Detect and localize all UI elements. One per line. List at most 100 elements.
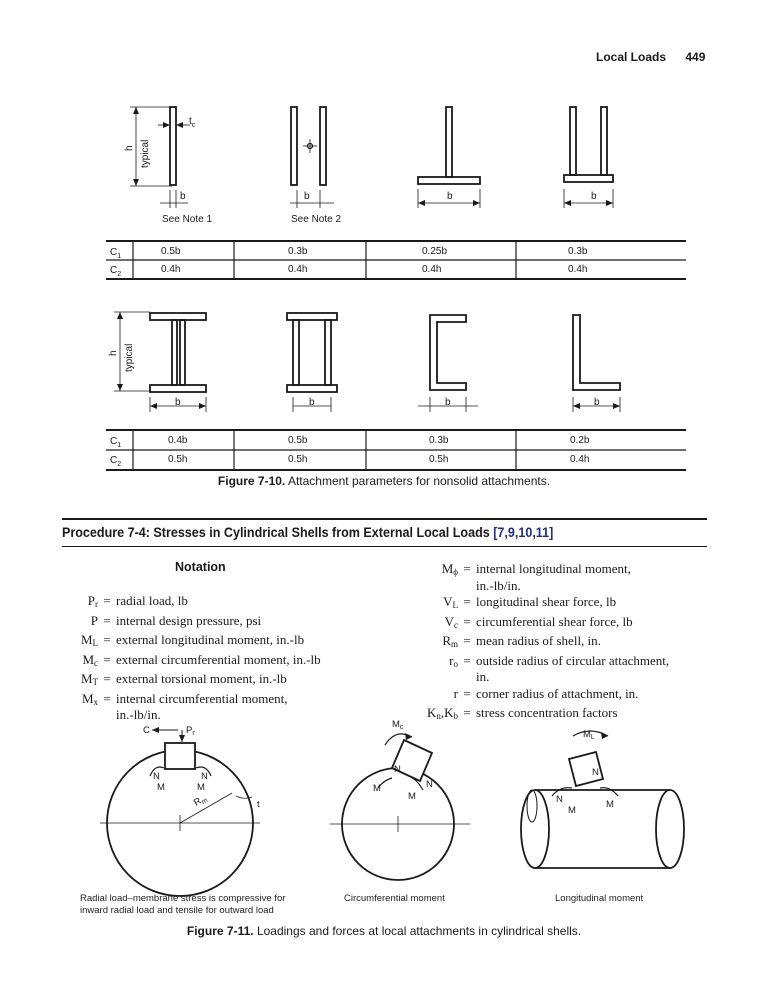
bottom-table-row1-label: C1 [110, 436, 121, 449]
notation-definition: internal circumferential moment,in.-lb/i… [116, 690, 288, 723]
figure-7-11-caption-text: Loadings and forces at local attachments… [256, 924, 582, 938]
M-label: M [606, 799, 614, 810]
procedure-title-text: Procedure 7-4: Stresses in Cylindrical S… [62, 525, 490, 540]
notation-row: Vc = circumferential shear force, lb [400, 614, 718, 634]
bottom-table-cell: 0.5h [288, 454, 307, 465]
procedure-rule-top [62, 518, 707, 520]
procedure-title: Procedure 7-4: Stresses in Cylindrical S… [62, 525, 553, 540]
notation-symbol: MT [80, 671, 98, 687]
notation-definition: outside radius of circular attachment,in… [476, 652, 670, 685]
N-label: N [394, 764, 401, 775]
Rm-label: Rm [192, 793, 209, 810]
notation-definition: internal longitudinal moment,in.-lb/in. [476, 561, 631, 593]
typical-label-bottom: typical [124, 344, 135, 372]
top-table-cell: 0.4h [568, 264, 587, 275]
notation-definition: external circumferential moment, in.-lb [116, 651, 321, 667]
notation-equals: = [103, 632, 111, 647]
M-label: M [197, 782, 205, 793]
notation-definition: stress concentration factors [476, 705, 618, 720]
procedure-rule-bottom [62, 546, 707, 547]
notation-equals: = [463, 685, 471, 701]
notation-row: VL=longitudinal shear force, lb [400, 594, 718, 614]
header-page-number: 449 [685, 50, 706, 64]
notation-row: ro=outside radius of circular attachment… [400, 653, 718, 686]
notation-row: Mc=external circumferential moment, in.-… [74, 652, 374, 672]
notation-equals: = [103, 671, 111, 686]
notation-equals: = [463, 594, 471, 609]
N-label: N [201, 771, 208, 782]
notation-symbol: Mϕ [441, 561, 458, 577]
notation-row: Rm = mean radius of shell, in. [400, 633, 718, 653]
b-label-4: b [591, 191, 597, 202]
notation-equals: = [463, 561, 471, 576]
notation-equals: = [103, 612, 111, 628]
figure-7-10-caption-label: Figure 7-10. [217, 474, 286, 488]
notation-equals: = [463, 705, 471, 720]
Mc-label: Mc [392, 719, 404, 731]
panel3-caption: Longitudinal moment [555, 893, 644, 904]
C-label: C [143, 725, 150, 736]
notation-symbol: Vc [444, 613, 458, 630]
figure-7-11-caption: Figure 7-11. Loadings and forces at loca… [0, 924, 768, 938]
top-table-cell: 0.5b [161, 246, 181, 257]
N-label: N [153, 771, 160, 782]
notation-equals: = [463, 633, 471, 648]
notation-row: r = corner radius of attachment, in. [400, 686, 718, 706]
Pr-label: Pr [186, 725, 195, 737]
notation-definition: mean radius of shell, in. [476, 633, 601, 648]
notation-symbol: ro [449, 652, 458, 669]
procedure-refs-link[interactable]: [7,9,10,11] [493, 525, 554, 540]
bottom-table-cell: 0.3b [429, 435, 449, 446]
M-label: M [373, 783, 381, 794]
top-table-cell: 0.3b [568, 246, 588, 257]
b-label-2: b [304, 191, 310, 202]
b-label-5: b [175, 397, 181, 408]
bottom-table-cell: 0.5h [168, 454, 187, 465]
h-label-bottom: h [108, 350, 119, 356]
tc-label: tc [189, 116, 196, 129]
bottom-table-row2-label: C2 [110, 455, 121, 468]
notation-symbol: Mx [81, 690, 98, 707]
notation-equals: = [103, 593, 111, 608]
header-section: Local Loads [596, 50, 667, 64]
bottom-table-cell: 0.5b [288, 435, 308, 446]
top-table-cell: 0.4h [422, 264, 441, 275]
typical-label-top: typical [140, 140, 151, 168]
notation-symbol: Mc [82, 651, 98, 668]
see-note-1: See Note 1 [162, 214, 212, 225]
notation-symbol: r [453, 685, 458, 701]
notation-row: ML = external longitudinal moment, in.-lb [74, 632, 374, 652]
figure-7-10-caption-text: Attachment parameters for nonsolid attac… [287, 474, 551, 488]
notation-equals: = [103, 690, 111, 706]
b-label-8: b [594, 397, 600, 408]
figure-7-11-caption-label: Figure 7-11. [186, 924, 254, 938]
bottom-table-cell: 0.5h [429, 454, 448, 465]
bottom-table-cell: 0.2b [570, 435, 590, 446]
notation-definition: external longitudinal moment, in.-lb [116, 632, 305, 647]
notation-row: Mx = internal circumferential moment,in.-l… [74, 691, 374, 724]
see-note-2: See Note 2 [291, 214, 341, 225]
notation-definition: internal design pressure, psi [116, 612, 262, 628]
notation-definition: radial load, lb [116, 593, 188, 608]
notation-symbol: Pr [87, 593, 98, 609]
b-label-3: b [447, 191, 453, 202]
notation-row: P=internal design pressure, psi [74, 613, 374, 633]
notation-equals: = [463, 613, 471, 629]
M-label: M [568, 805, 576, 816]
top-table-cell: 0.25b [422, 246, 447, 257]
notation-definition: corner radius of attachment, in. [476, 685, 639, 701]
top-table-cell: 0.4h [288, 264, 307, 275]
notation-symbol: Rm [442, 633, 458, 649]
figure-7-10-drawing: h typical tc b b b b See Note 1 See Note… [106, 106, 686, 471]
b-label-1: b [180, 191, 186, 202]
notation-definition: circumferential shear force, lb [476, 613, 633, 629]
h-label-top: h [124, 145, 135, 151]
notation-row: Pr = radial load, lb [74, 593, 374, 613]
notation-symbol: ML [80, 632, 98, 648]
M-label: M [157, 782, 165, 793]
M-label: M [408, 791, 416, 802]
top-table-row2-label: C2 [110, 265, 121, 278]
notation-definition: longitudinal shear force, lb [476, 594, 617, 609]
